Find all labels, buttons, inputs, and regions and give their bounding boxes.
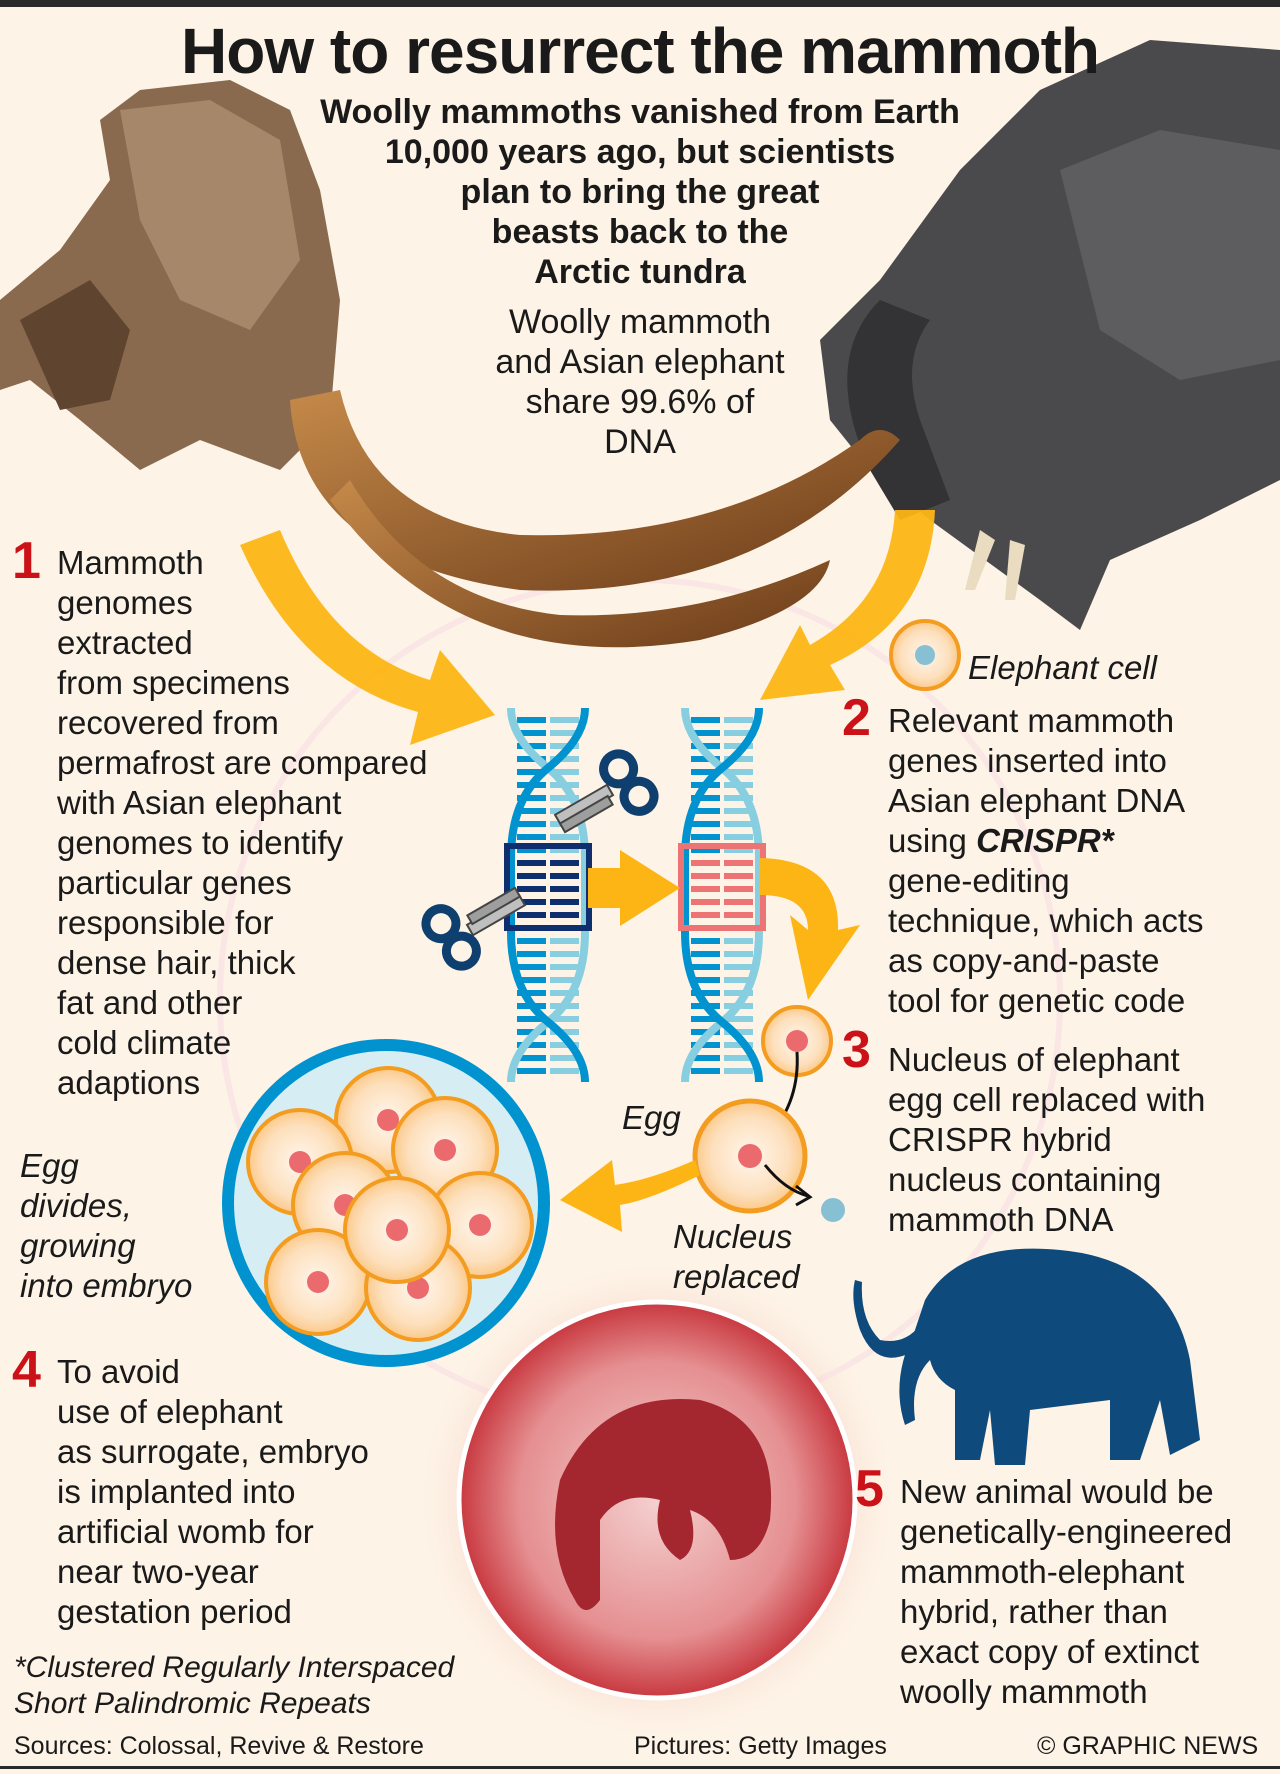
mammoth-tusk xyxy=(290,390,900,648)
dna-strand xyxy=(507,707,589,1083)
step-2-text-before: Relevant mammoth genes inserted into Asi… xyxy=(888,702,1186,859)
dna-strand xyxy=(507,707,589,1083)
hybrid-dna-helix xyxy=(678,707,766,1083)
dna-strand xyxy=(681,707,763,1083)
embryo-nucleus xyxy=(469,1214,491,1236)
dna-strand xyxy=(681,707,763,1083)
egg-divides-label: Egg divides, growing into embryo xyxy=(20,1147,193,1304)
step-2-text-after: gene-editing technique, which acts as co… xyxy=(888,862,1204,1019)
scissors-icon xyxy=(553,749,659,834)
step-1-text: Mammoth genomes extracted from specimens… xyxy=(57,544,428,1101)
step-1-number: 1 xyxy=(12,532,41,590)
subtitle: Woolly mammoths vanished from Earth 10,0… xyxy=(320,93,960,291)
arrow-from-elephant xyxy=(760,510,935,700)
step-3-text: Nucleus of elephant egg cell replaced wi… xyxy=(888,1041,1206,1238)
embryo-nucleus xyxy=(377,1109,399,1131)
page-title: How to resurrect the mammoth xyxy=(181,15,1100,87)
arrow-to-egg xyxy=(760,858,860,1000)
elephant-cell-icon xyxy=(889,619,961,691)
copyright-credit: © GRAPHIC NEWS xyxy=(1037,1732,1259,1760)
egg-label: Egg xyxy=(622,1099,681,1136)
bottom-rule xyxy=(0,1766,1280,1769)
mammoth-silhouette xyxy=(853,1248,1200,1465)
step-5-text: New animal would be genetically-engineer… xyxy=(900,1473,1233,1710)
step-5-number: 5 xyxy=(855,1460,884,1518)
arrow-nucleus-out xyxy=(763,1164,809,1198)
fetus-silhouette xyxy=(555,1399,772,1610)
mammoth-skull-photo xyxy=(0,80,340,470)
asian-elephant-photo xyxy=(820,40,1280,630)
pictures-credit: Pictures: Getty Images xyxy=(634,1732,887,1760)
top-rule xyxy=(0,0,1280,7)
crispr-term: CRISPR* xyxy=(976,822,1114,859)
embryo-nucleus xyxy=(407,1277,429,1299)
nucleus-replaced-label: Nucleus replaced xyxy=(673,1218,800,1295)
removed-nucleus xyxy=(821,1198,845,1222)
step-2-text: Relevant mammoth genes inserted into Asi… xyxy=(888,701,1204,1021)
step-3-number: 3 xyxy=(842,1021,871,1079)
embryo-nucleus xyxy=(434,1139,456,1161)
arrow-from-mammoth xyxy=(240,530,495,745)
embryo-nucleus xyxy=(386,1219,408,1241)
crispr-footnote: *Clustered Regularly Interspaced Short P… xyxy=(14,1651,455,1720)
sources-credit: Sources: Colossal, Revive & Restore xyxy=(14,1732,424,1760)
embryo-nucleus xyxy=(289,1151,311,1173)
dna-share-text: Woolly mammoth and Asian elephant share … xyxy=(495,303,785,461)
arrow-copy-genes xyxy=(588,850,680,926)
hybrid-nucleus-cell xyxy=(761,1005,833,1077)
elephant-cell-label: Elephant cell xyxy=(968,649,1157,686)
scissors-icon xyxy=(421,886,527,971)
arrow-to-embryo xyxy=(560,1160,700,1232)
step-4-text: To avoid use of elephant as surrogate, e… xyxy=(57,1353,369,1630)
embryo-nucleus xyxy=(307,1271,329,1293)
egg-cell xyxy=(692,1098,808,1214)
step-4-number: 4 xyxy=(12,1341,41,1399)
step-2-number: 2 xyxy=(842,689,871,747)
artificial-womb xyxy=(417,1260,897,1740)
embryo-cluster xyxy=(222,1039,550,1367)
